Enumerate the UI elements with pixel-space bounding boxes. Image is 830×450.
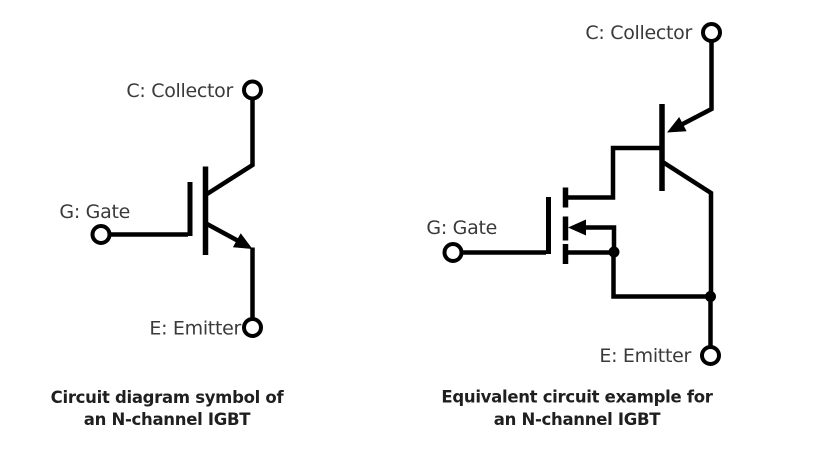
gate-terminal-circle	[442, 242, 464, 263]
left-caption-line2: an N-channel IGBT	[84, 410, 251, 429]
collector-lead-line	[205, 98, 255, 196]
igbt-symbol-diagram: C: Collector G: Gate E: Emitter Circuit …	[51, 79, 285, 429]
emitter-terminal-circle	[242, 317, 263, 338]
pnp-collector-line	[662, 160, 714, 297]
mosfet-body-arrowhead	[568, 219, 586, 236]
collector-label: C: Collector	[585, 22, 692, 44]
base-to-drain-connection	[568, 145, 660, 200]
gate-label: G: Gate	[59, 201, 130, 223]
emitter-label: E: Emitter	[599, 345, 691, 367]
collector-terminal-circle	[242, 79, 263, 101]
equivalent-circuit-diagram: C: Collector G: Gate E: Emitter Equivale…	[426, 22, 722, 429]
left-caption-line1: Circuit diagram symbol of	[51, 388, 285, 407]
collector-lead-line	[674, 41, 714, 130]
emitter-label: E: Emitter	[149, 318, 241, 340]
gate-terminal-circle	[90, 224, 112, 245]
right-caption-line1: Equivalent circuit example for	[441, 388, 713, 407]
mosfet-body-line	[580, 225, 617, 253]
pnp-emitter-arrowhead	[667, 117, 687, 133]
right-caption-line2: an N-channel IGBT	[494, 410, 661, 429]
emitter-terminal-circle	[700, 345, 721, 366]
emitter-arrowhead	[232, 233, 253, 249]
source-to-emitter-line	[611, 252, 711, 299]
collector-label: C: Collector	[126, 80, 233, 102]
collector-terminal-circle	[701, 22, 722, 43]
gate-label: G: Gate	[426, 217, 497, 239]
